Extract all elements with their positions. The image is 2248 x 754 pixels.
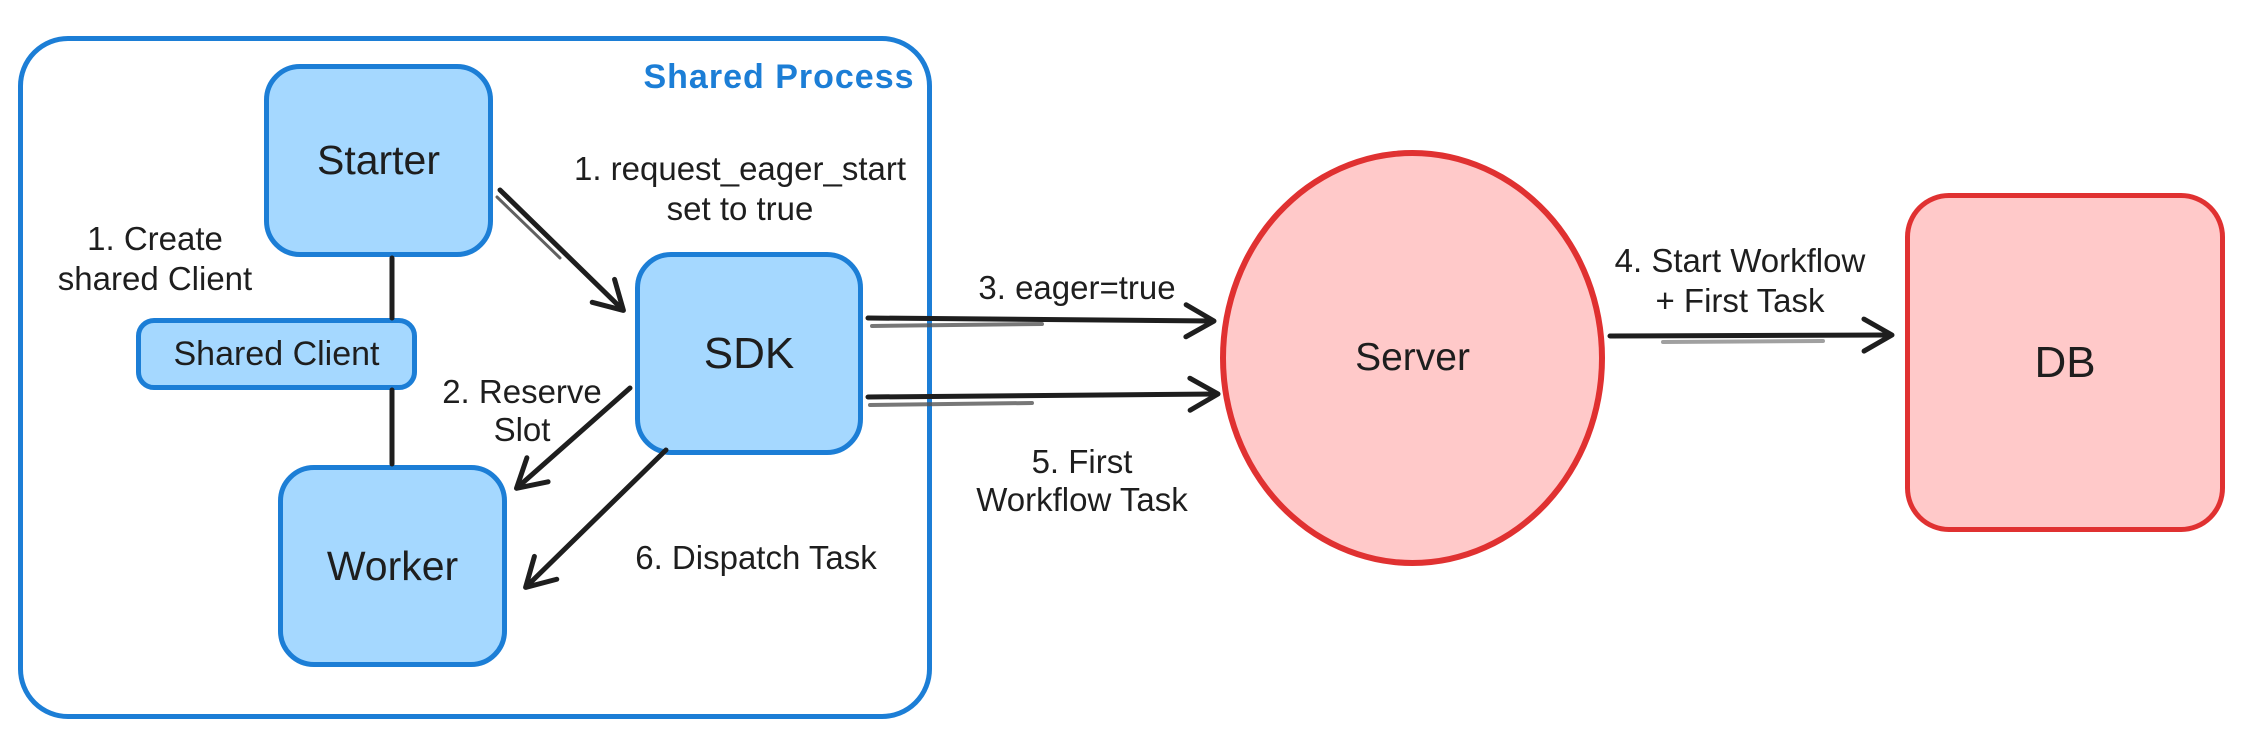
annotation-line: 2. Reserve <box>442 373 602 410</box>
annotation-request-eager-start: 1. request_eager_start set to true <box>540 149 940 229</box>
worker-node: Worker <box>278 465 507 667</box>
annotation-reserve-slot: 2. Reserve Slot <box>422 373 622 449</box>
starter-label: Starter <box>316 137 441 183</box>
annotation-line: 3. eager=true <box>978 269 1176 306</box>
annotation-line: set to true <box>666 190 814 227</box>
db-node: DB <box>1905 193 2225 532</box>
shared-process-container <box>18 36 932 719</box>
annotation-line: 5. First <box>1031 443 1133 480</box>
server-node: Server <box>1220 150 1605 566</box>
annotation-line: 4. Start Workflow <box>1614 242 1866 279</box>
annotation-line: 1. request_eager_start <box>573 150 907 187</box>
annotation-line: 6. Dispatch Task <box>635 539 877 576</box>
arrow-server-to-db <box>1607 316 1895 354</box>
sdk-node: SDK <box>635 252 863 455</box>
arrow-server-db-sketch-stroke <box>1661 339 1825 344</box>
server-label: Server <box>1355 336 1470 379</box>
annotation-dispatch-task: 6. Dispatch Task <box>616 538 896 578</box>
annotation-line: + First Task <box>1655 282 1825 319</box>
annotation-eager-true: 3. eager=true <box>927 268 1227 308</box>
shared-client-node: Shared Client <box>136 318 417 390</box>
worker-label: Worker <box>326 542 459 589</box>
annotation-line: shared Client <box>57 260 253 297</box>
annotation-create-shared-client: 1. Create shared Client <box>30 219 280 299</box>
shared-process-title: Shared Process <box>643 58 915 96</box>
shared-client-label: Shared Client <box>173 334 380 373</box>
annotation-start-workflow: 4. Start Workflow + First Task <box>1590 241 1890 321</box>
annotation-line: 1. Create <box>87 220 223 257</box>
annotation-line: Slot <box>493 411 551 448</box>
starter-node: Starter <box>264 64 493 257</box>
db-label: DB <box>2034 337 2096 387</box>
sdk-label: SDK <box>703 328 795 378</box>
annotation-line: Workflow Task <box>976 481 1188 518</box>
annotation-first-workflow-task: 5. First Workflow Task <box>932 443 1232 519</box>
